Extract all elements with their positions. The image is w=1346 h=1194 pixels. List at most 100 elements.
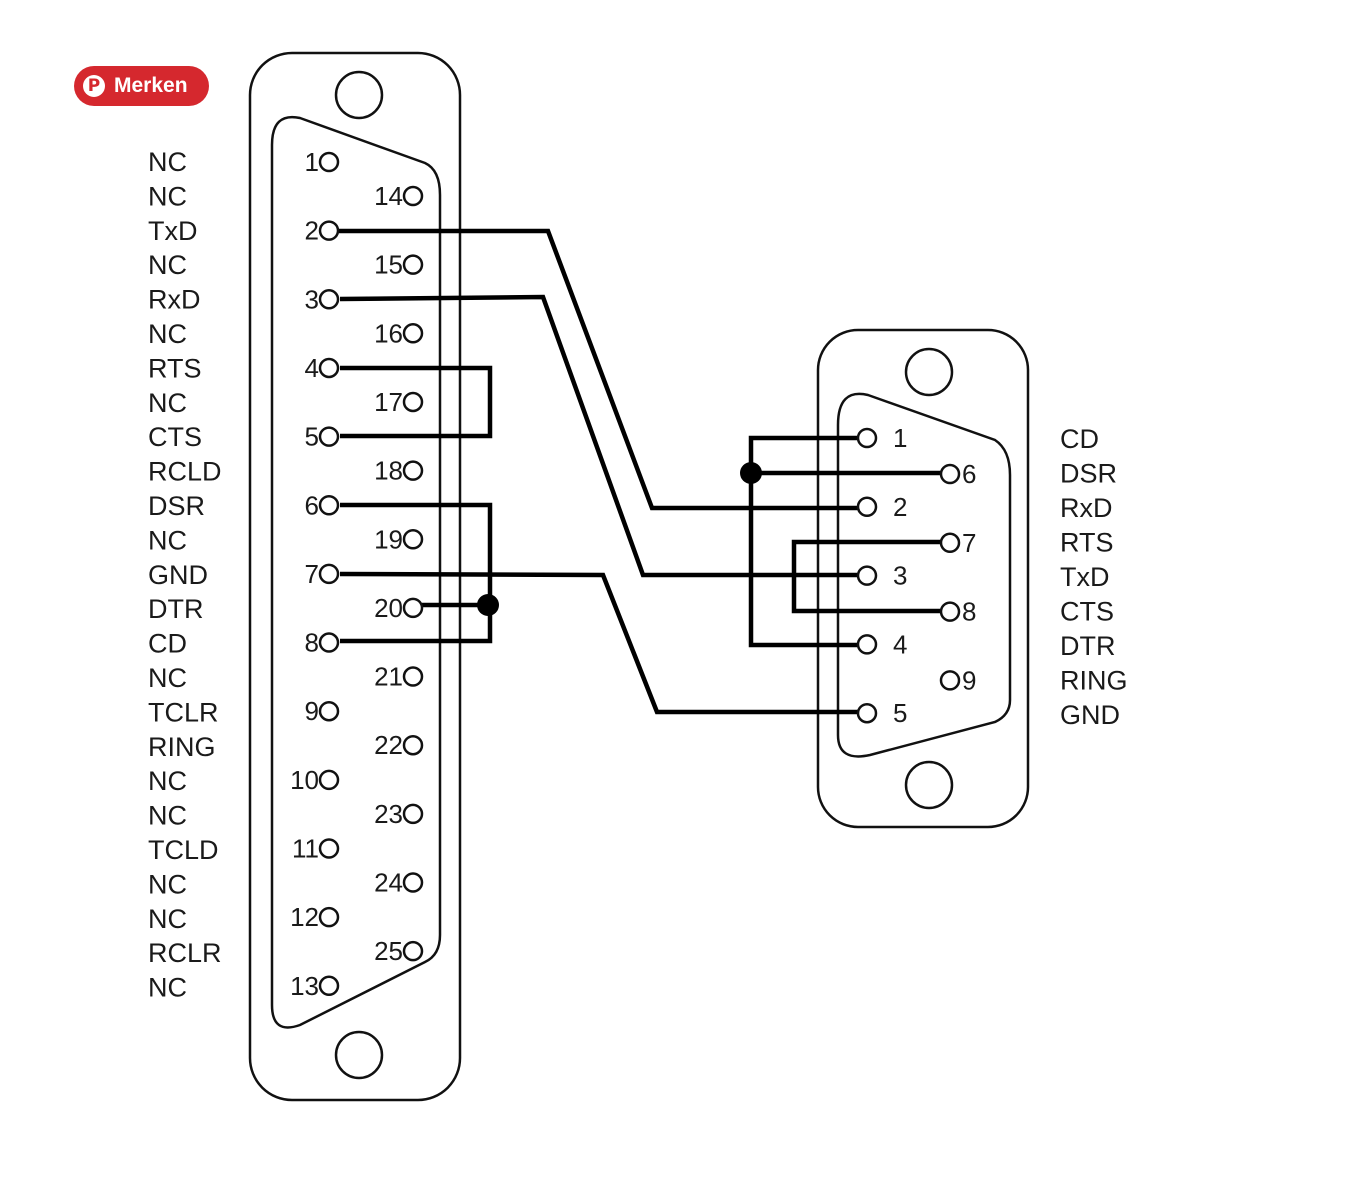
junction-dot bbox=[477, 594, 499, 616]
pin-number: 17 bbox=[374, 387, 403, 417]
pin-contact bbox=[402, 323, 424, 344]
db25-signal-label: TxD bbox=[148, 216, 198, 246]
db9-signal-label: GND bbox=[1060, 700, 1120, 730]
pin-number: 12 bbox=[290, 902, 319, 932]
db25-signal-label: TCLR bbox=[148, 697, 219, 727]
pin-contact bbox=[856, 565, 878, 586]
pin-contact bbox=[318, 289, 340, 310]
pinterest-save-button[interactable]: P Merken bbox=[74, 66, 209, 106]
pin-contact bbox=[318, 563, 340, 585]
db25-signal-label: NC bbox=[148, 181, 187, 211]
pin-number: 6 bbox=[305, 490, 319, 520]
pin-number: 24 bbox=[374, 868, 403, 898]
db9-shell bbox=[816, 328, 1030, 829]
db25-signal-label: RxD bbox=[148, 285, 201, 315]
pin-contact bbox=[402, 734, 424, 756]
wire-db25-4-to-5 bbox=[340, 365, 493, 439]
pin-contact bbox=[318, 838, 340, 859]
db25-signal-label: GND bbox=[148, 560, 208, 590]
pin-contact bbox=[402, 666, 424, 687]
pin-contact bbox=[402, 254, 424, 275]
db25-signal-label: CTS bbox=[148, 422, 202, 452]
db25-signal-label: NC bbox=[148, 663, 187, 693]
pin-number: 4 bbox=[893, 629, 907, 659]
db25-signal-label: RCLD bbox=[148, 457, 222, 487]
db9-signal-label: RTS bbox=[1060, 528, 1114, 558]
pin-contact bbox=[402, 529, 424, 550]
db9-top-mount-hole bbox=[904, 347, 954, 397]
pin-number: 3 bbox=[893, 561, 907, 591]
db9-signal-label: RxD bbox=[1060, 493, 1113, 523]
pins: 1234567891011121314151617181920212223242… bbox=[290, 147, 976, 1001]
pin-number: 1 bbox=[893, 423, 907, 453]
pin-number: 5 bbox=[305, 422, 319, 452]
db9-signal-label: DSR bbox=[1060, 459, 1117, 489]
pin-number: 19 bbox=[374, 524, 403, 554]
pin-number: 15 bbox=[374, 250, 403, 280]
pin-number: 8 bbox=[305, 628, 319, 658]
db25-signal-label: CD bbox=[148, 629, 187, 659]
db25-bottom-mount-hole bbox=[334, 1030, 384, 1080]
db25-signal-label: NC bbox=[148, 801, 187, 831]
wires bbox=[338, 228, 942, 715]
pin-number: 5 bbox=[893, 698, 907, 728]
db9-face bbox=[836, 392, 1012, 758]
wire-db9-1-to-4 bbox=[748, 435, 858, 648]
signal-labels: NC NC TxD NC RxD NC RTS NC CTS RCLD DSR NC GND DTR CD N… bbox=[148, 147, 1128, 1003]
pin-number: 6 bbox=[962, 459, 976, 489]
pin-number: 21 bbox=[374, 662, 403, 692]
pin-contact bbox=[402, 872, 424, 893]
db25-signal-label: DSR bbox=[148, 491, 205, 521]
db9-signal-label: CTS bbox=[1060, 597, 1114, 627]
pin-number: 22 bbox=[374, 730, 403, 760]
pin-number: 23 bbox=[374, 799, 403, 829]
pin-number: 18 bbox=[374, 456, 403, 486]
pin-contact bbox=[856, 634, 878, 655]
db25-signal-label: NC bbox=[148, 904, 187, 934]
pin-contact bbox=[402, 940, 424, 962]
save-button-label: Merken bbox=[114, 74, 188, 97]
db25-signal-label: NC bbox=[148, 525, 187, 555]
pin-contact bbox=[856, 496, 878, 518]
pin-contact bbox=[939, 601, 961, 622]
pin-contact bbox=[318, 357, 340, 379]
pin-contact bbox=[318, 495, 340, 516]
pin-number: 25 bbox=[374, 936, 403, 966]
pin-contact bbox=[856, 702, 878, 724]
db9-signal-label: RING bbox=[1060, 666, 1128, 696]
pin-number: 11 bbox=[292, 834, 319, 864]
pin-contact bbox=[939, 532, 961, 554]
pin-number: 10 bbox=[290, 765, 319, 795]
pin-contact bbox=[318, 906, 340, 928]
db25-signal-label: NC bbox=[148, 388, 187, 418]
pin-number: 9 bbox=[305, 696, 319, 726]
wire-db25-2-to-db9-2 bbox=[338, 228, 858, 511]
pin-contact bbox=[402, 803, 424, 825]
db25-signal-label: DTR bbox=[148, 594, 204, 624]
db25-signal-label: RTS bbox=[148, 353, 202, 383]
pin-number: 20 bbox=[374, 593, 403, 623]
pin-number: 2 bbox=[305, 216, 319, 246]
db9-signal-label: CD bbox=[1060, 424, 1099, 454]
pin-number: 13 bbox=[290, 971, 319, 1001]
pin-contact bbox=[402, 460, 424, 481]
db25-signal-label: TCLD bbox=[148, 835, 219, 865]
pin-number: 2 bbox=[893, 492, 907, 522]
pin-number: 16 bbox=[374, 318, 403, 348]
db25-signal-label: NC bbox=[148, 766, 187, 796]
db25-signal-label: RCLR bbox=[148, 938, 222, 968]
pin-contact bbox=[318, 220, 340, 241]
db25-signal-label: NC bbox=[148, 250, 187, 280]
pinterest-icon: P bbox=[83, 75, 105, 97]
db25-signal-label: NC bbox=[148, 973, 187, 1003]
db9-signal-label: TxD bbox=[1060, 562, 1110, 592]
pin-number: 14 bbox=[374, 181, 403, 211]
db9-connector bbox=[816, 328, 1030, 829]
pin-contact bbox=[939, 463, 961, 485]
wire-db9-7-to-8 bbox=[791, 539, 942, 614]
pin-contact bbox=[318, 426, 340, 447]
pin-contact bbox=[402, 597, 424, 619]
db25-signal-label: RING bbox=[148, 732, 216, 762]
pin-number: 3 bbox=[305, 284, 319, 314]
